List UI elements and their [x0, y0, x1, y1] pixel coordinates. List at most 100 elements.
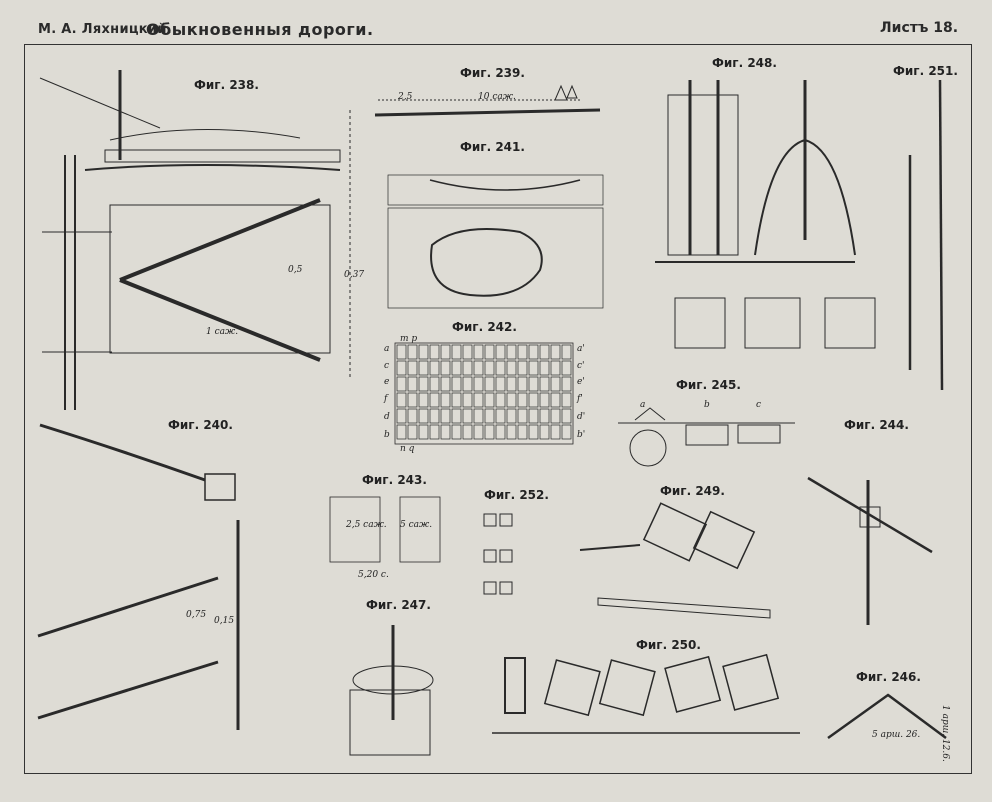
fig242-cell: [506, 408, 517, 424]
fig242-cell: [561, 392, 572, 408]
fig242-cell: [429, 376, 440, 392]
fig242-cell: [550, 424, 561, 440]
fig242-cell: [407, 360, 418, 376]
f242-top: m p: [400, 334, 418, 344]
fig242-cell: [550, 344, 561, 360]
fig241-label: Фиг. 241.: [460, 140, 525, 154]
fig242-cell: [473, 376, 484, 392]
f242-row-letter-prime: b': [577, 430, 586, 440]
fig242-cell: [528, 376, 539, 392]
fig243-drawing: [329, 496, 441, 563]
fig242-cell: [462, 408, 473, 424]
f245-letter: a: [640, 400, 646, 410]
f243-dim-3: 5,20 с.: [358, 570, 389, 580]
fig242-cell: [528, 424, 539, 440]
f246-dim: 5 арш. 26.: [872, 730, 921, 740]
fig242-cell: [484, 376, 495, 392]
fig246-label: Фиг. 246.: [856, 670, 921, 684]
fig252-drawing: [483, 513, 513, 595]
fig246-drawing: [827, 693, 947, 740]
f239-dim-2: 10 саж.: [478, 92, 516, 102]
fig240-drawing: [37, 423, 240, 730]
fig242-cell: [495, 424, 506, 440]
fig238-label: Фиг. 238.: [194, 78, 259, 92]
fig242-cell: [506, 376, 517, 392]
fig242-cell: [440, 424, 451, 440]
fig242-cell: [539, 360, 550, 376]
fig249-label: Фиг. 249.: [660, 484, 725, 498]
fig249-drawing: [579, 502, 771, 619]
author-name: М. А. Ляхницкий.: [38, 22, 172, 37]
fig247-drawing: [349, 625, 434, 756]
fig242-drawing: [394, 342, 574, 445]
fig242-cell: [495, 392, 506, 408]
fig242-cell: [418, 392, 429, 408]
fig242-cell: [550, 392, 561, 408]
fig242-cell: [440, 408, 451, 424]
fig242-cell: [528, 344, 539, 360]
fig242-cell: [517, 424, 528, 440]
fig251-drawing: [908, 79, 944, 391]
fig242-cell: [440, 392, 451, 408]
fig244-drawing: [807, 476, 933, 625]
fig242-cell: [495, 376, 506, 392]
fig238-drawing: [39, 70, 351, 410]
fig242-cell: [473, 424, 484, 440]
f242-row-letter: e: [384, 377, 390, 387]
fig241-drawing: [387, 174, 604, 309]
fig242-cell: [550, 360, 561, 376]
fig242-cell: [539, 392, 550, 408]
f238-dim: 1 саж.: [206, 327, 239, 337]
fig242-cell: [462, 376, 473, 392]
fig242-label: Фиг. 242.: [452, 320, 517, 334]
fig239-drawing: [374, 84, 601, 117]
f245-letter: b: [704, 400, 710, 410]
f238-v2: 0,37: [344, 270, 365, 280]
fig242-cell: [506, 424, 517, 440]
fig242-cell: [561, 376, 572, 392]
fig242-cell: [528, 360, 539, 376]
fig242-cell: [429, 408, 440, 424]
fig252-label: Фиг. 252.: [484, 488, 549, 502]
f242-row-letter: f: [384, 394, 388, 404]
fig242-cell: [561, 424, 572, 440]
fig242-cell: [495, 408, 506, 424]
fig242-cell: [429, 344, 440, 360]
f243-dim-1: 2,5 саж.: [346, 520, 387, 530]
fig242-cell: [550, 408, 561, 424]
fig242-cell: [517, 360, 528, 376]
fig242-cell: [396, 344, 407, 360]
fig242-cell: [418, 424, 429, 440]
fig242-cell: [451, 408, 462, 424]
fig242-cell: [429, 360, 440, 376]
fig242-cell: [539, 376, 550, 392]
fig242-cell: [418, 344, 429, 360]
f242-row-letter-prime: f': [577, 394, 583, 404]
fig242-cell: [539, 408, 550, 424]
fig242-cell: [495, 344, 506, 360]
fig242-cell: [484, 360, 495, 376]
f242-bottom: n q: [400, 444, 415, 454]
fig242-cell: [561, 344, 572, 360]
fig242-cell: [396, 360, 407, 376]
fig242-cell: [517, 408, 528, 424]
fig242-cell: [517, 392, 528, 408]
f240-v1: 0,75: [186, 610, 207, 620]
fig250-drawing: [492, 653, 800, 734]
f242-row-letter-prime: a': [577, 344, 585, 354]
sheet-title: Обыкновенныя дороги.: [146, 20, 374, 39]
fig242-cell: [517, 344, 528, 360]
fig242-cell: [407, 408, 418, 424]
f245-letter: c: [756, 400, 762, 410]
fig248-drawing: [655, 80, 876, 349]
fig242-cell: [550, 376, 561, 392]
fig242-cell: [473, 392, 484, 408]
f242-row-letter: a: [384, 344, 390, 354]
fig240-label: Фиг. 240.: [168, 418, 233, 432]
fig242-cell: [429, 392, 440, 408]
fig242-cell: [418, 360, 429, 376]
fig242-cell: [495, 360, 506, 376]
fig242-cell: [462, 424, 473, 440]
